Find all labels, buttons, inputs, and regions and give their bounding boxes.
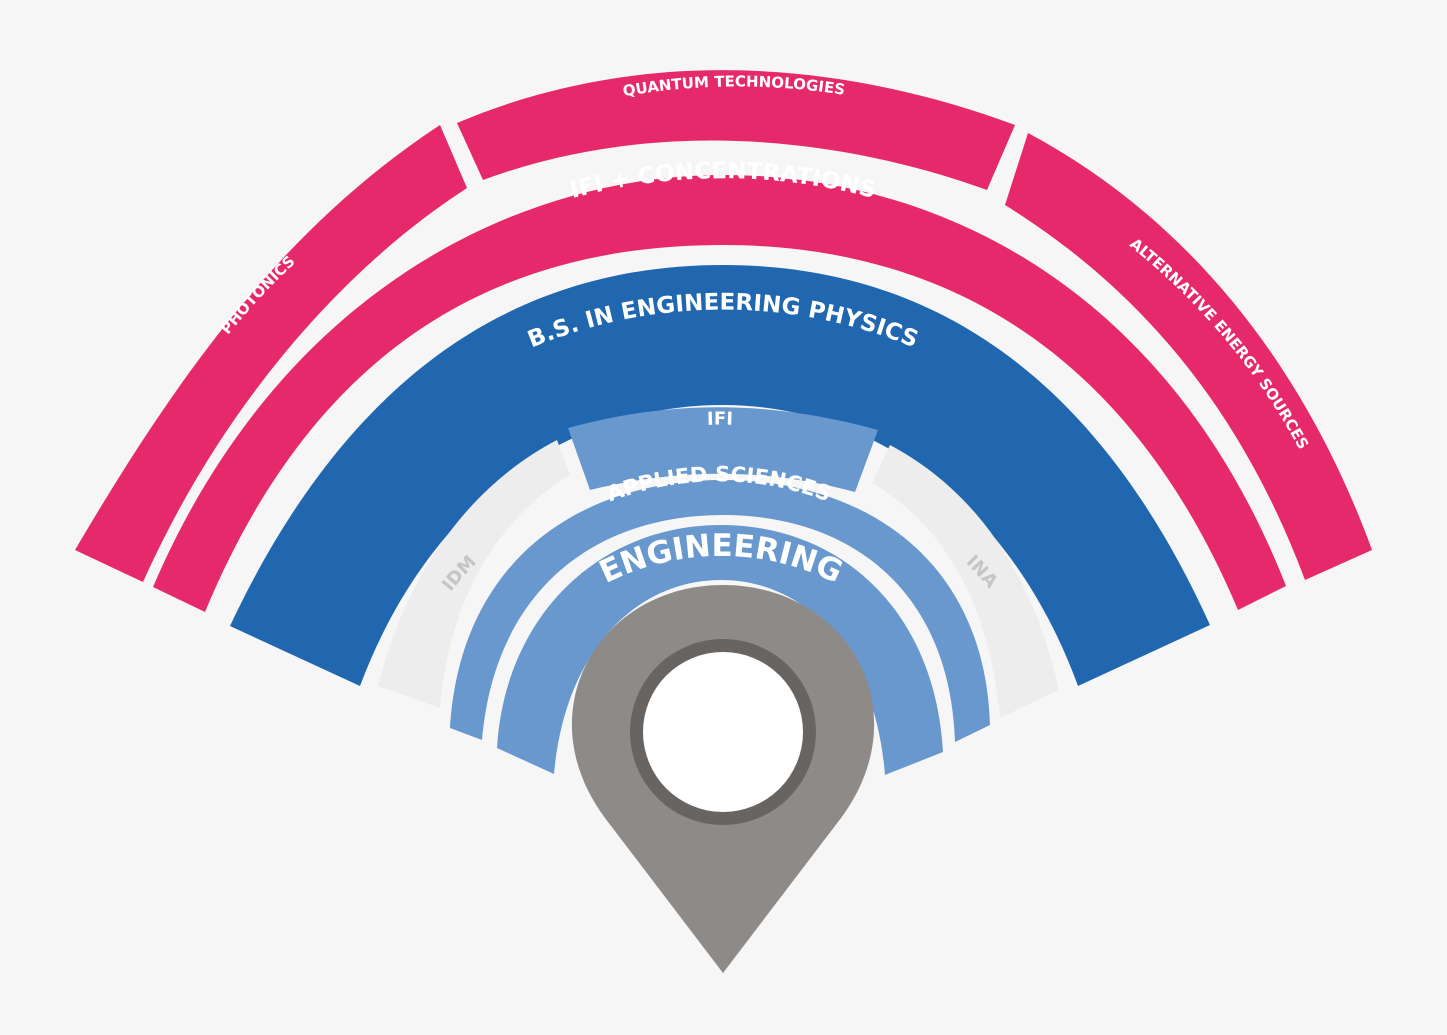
ina-segment[interactable] — [872, 445, 1059, 718]
idm-segment[interactable] — [378, 440, 570, 708]
ifi-segment[interactable] — [568, 407, 878, 492]
ifi-concentrations-band[interactable] — [153, 175, 1286, 612]
ring-shapes — [75, 70, 1372, 775]
pin-hole — [643, 652, 803, 812]
bs-engineering-physics-band[interactable] — [230, 265, 1210, 686]
engineering-band[interactable] — [497, 525, 943, 775]
quantum-technologies-segment[interactable] — [457, 70, 1015, 190]
ifi-label: IFI — [707, 409, 734, 430]
photonics-segment[interactable] — [75, 125, 467, 582]
alternative-energy-sources-segment[interactable] — [1005, 133, 1372, 580]
location-pin-icon — [571, 585, 875, 973]
applied-sciences-band[interactable] — [450, 480, 990, 742]
